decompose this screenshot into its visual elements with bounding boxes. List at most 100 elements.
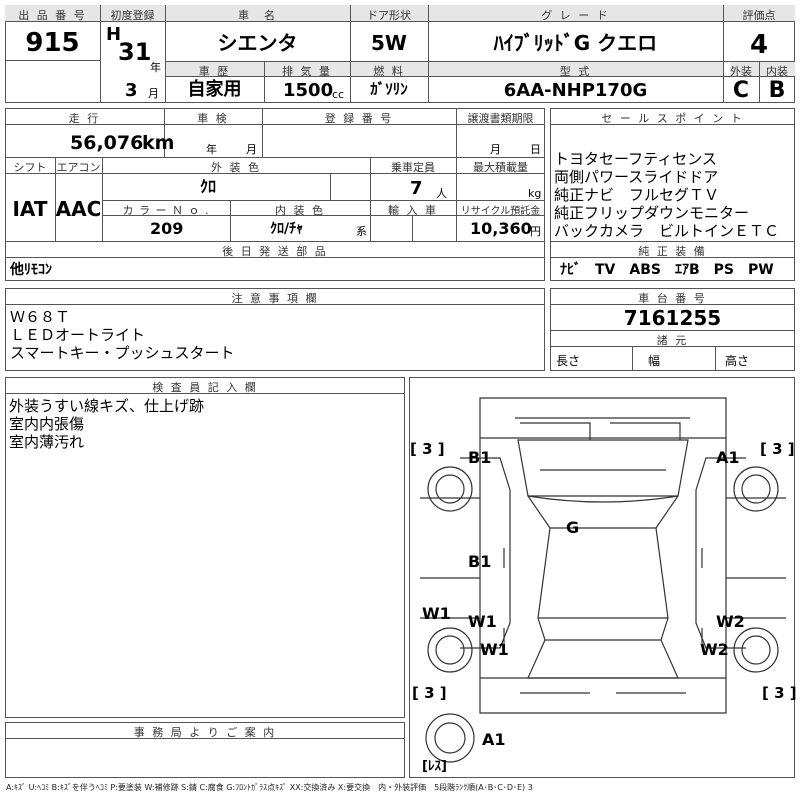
shift: IAT [12, 197, 48, 221]
car-diagram: [ 3 ] [ 3 ] [ 3 ] [ 3 ] [ﾚｽ] B1 A1 G B1 … [409, 377, 797, 778]
lot-no-label: 出 品 番 号 [18, 9, 87, 22]
damage-mark: W1 [468, 612, 497, 631]
damage-mark: G [566, 518, 580, 537]
diagram-count-bottom-right: [ 3 ] [762, 684, 797, 702]
history-label: 車 歴 [198, 65, 231, 78]
first-reg-label: 初度登録 [110, 9, 155, 22]
yen-unit: 円 [530, 225, 541, 238]
mileage-label: 走 行 [68, 112, 101, 125]
door-label: ドア形状 [367, 9, 411, 22]
model-label: 型 式 [559, 65, 592, 78]
ext-color: ｸﾛ [200, 177, 217, 196]
mileage: 56,076 [70, 132, 144, 154]
recycle-label: リサイクル預託金 [460, 206, 541, 217]
sales-point-item: トヨタセーフティセンス [554, 150, 717, 168]
note-item: スマートキー・プッシュスタート [10, 344, 235, 362]
car-outline-diagram [420, 397, 786, 763]
history: 自家用 [187, 79, 242, 100]
damage-mark: W1 [480, 640, 509, 659]
diagram-spare-label: [ﾚｽ] [422, 759, 447, 774]
damage-mark: A1 [482, 730, 506, 749]
capacity: 7 [410, 178, 423, 199]
km-unit: km [142, 132, 175, 154]
kei-unit: 系 [356, 225, 367, 238]
shift-label: シフト [13, 161, 47, 174]
height-label: 高さ [725, 354, 750, 368]
capacity-label: 乗車定員 [391, 161, 435, 174]
reg-no-label: 登 録 番 号 [324, 112, 394, 125]
year-unit: 年 [150, 61, 161, 74]
notes-list: Ｗ６８Ｔ ＬＥＤオートライト スマートキー・プッシュスタート [10, 308, 235, 362]
month-unit: 月 [148, 87, 159, 100]
score: 4 [749, 30, 769, 60]
chassis-block [550, 288, 795, 371]
displacement: 1500 [283, 80, 334, 101]
interior-label: 内装 [766, 65, 788, 78]
inspector-note: 外装うすい線キズ、仕上げ跡 [9, 397, 205, 415]
grade-label: グ レ ー ド [541, 9, 610, 22]
later-parts: 他ﾘﾓｺﾝ [10, 262, 52, 278]
model: 6AA-NHP170G [503, 80, 648, 101]
later-parts-label: 後 日 発 送 部 品 [222, 245, 328, 258]
insp-month: 月 [246, 143, 257, 156]
era: H [106, 24, 122, 45]
lot-no: 915 [25, 28, 80, 58]
inspector-note: 室内内張傷 [9, 415, 85, 433]
legend: A:ｷｽﾞ U:ﾍｺﾐ B:ｷｽﾞを伴うﾍｺﾐ P:要塗装 W:補修跡 S:錆 … [6, 783, 533, 792]
dims-label: 諸 元 [656, 334, 689, 347]
exterior-grade: C [732, 78, 750, 103]
sales-point-item: バックカメラ ビルトインＥＴＣ [554, 222, 780, 240]
office-block [5, 722, 405, 778]
max-load-label: 最大積載量 [473, 161, 528, 174]
int-color-label: 内 装 色 [275, 204, 325, 217]
fuel-label: 燃 料 [373, 65, 405, 78]
inspector-block [5, 377, 405, 718]
recycle: 10,360 [470, 219, 532, 238]
inspection-label: 車 検 [197, 112, 229, 125]
genuine-equipment: ﾅﾋﾞ TV ABS ｴｱB PS PW [560, 262, 774, 278]
person-unit: 人 [436, 187, 447, 200]
inspector-note: 室内薄汚れ [9, 433, 85, 451]
ext-color-label: 外 装 色 [211, 161, 261, 174]
genuine-label: 純 正 装 備 [638, 245, 707, 258]
cc-unit: cc [332, 88, 345, 101]
sales-point-label: セ ー ル ス ポ イ ン ト [601, 112, 744, 125]
chassis-no: 7161255 [623, 306, 722, 330]
chassis-label: 車 台 番 号 [638, 292, 707, 305]
color-no: 209 [150, 219, 184, 238]
transfer-day: 日 [530, 143, 541, 156]
transfer-month: 月 [490, 143, 501, 156]
year: 31 [118, 38, 152, 66]
ac-label: エアコン [56, 161, 101, 174]
damage-mark: W2 [700, 640, 729, 659]
note-item: ＬＥＤオートライト [10, 326, 146, 344]
displacement-label: 排 気 量 [282, 65, 332, 78]
note-item: Ｗ６８Ｔ [10, 308, 71, 326]
kg-unit: kg [528, 187, 542, 200]
month: 3 [125, 80, 138, 101]
transfer-label: 譲渡書類期限 [467, 112, 534, 125]
interior-grade: B [768, 78, 786, 103]
sales-point-item: 純正ナビ フルセグＴＶ [554, 186, 720, 204]
color-no-label: カ ラ ー Ｎ ｏ . [122, 204, 210, 217]
sales-point-list: トヨタセーフティセンス 両側パワースライドドア 純正ナビ フルセグＴＶ 純正フリ… [554, 150, 779, 240]
door-type: 5W [371, 31, 407, 55]
grade: ﾊｲﾌﾞﾘｯﾄﾞG クエロ [493, 31, 658, 55]
office-label: 事 務 局 よ り ご 案 内 [133, 726, 277, 739]
diagram-count-top-left: [ 3 ] [410, 440, 445, 458]
width-label: 幅 [648, 354, 661, 368]
damage-mark: A1 [716, 448, 740, 467]
sales-point-item: 純正フリップダウンモニター [554, 204, 750, 222]
damage-mark: B1 [468, 448, 492, 467]
fuel: ｶﾞｿﾘﾝ [370, 80, 408, 98]
sales-point-block [550, 108, 795, 281]
car-name: シエンタ [217, 31, 298, 55]
info-block [5, 108, 545, 281]
car-name-label: 車 名 [238, 9, 277, 22]
int-color: ｸﾛ/ﾁｬ [270, 221, 304, 237]
notes-label: 注 意 事 項 欄 [231, 292, 319, 305]
sales-point-item: 両側パワースライドドア [554, 168, 719, 186]
notes-block [5, 288, 545, 371]
diagram-count-bottom-left: [ 3 ] [412, 684, 447, 702]
exterior-label: 外装 [730, 65, 752, 78]
